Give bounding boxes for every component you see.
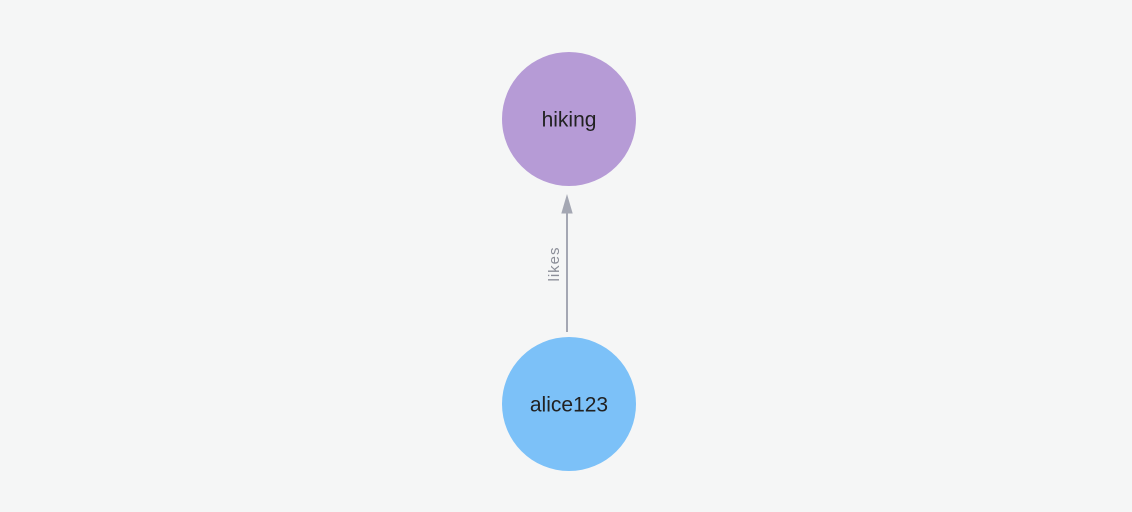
- node-alice123-circle[interactable]: [502, 337, 636, 471]
- node-alice123[interactable]: alice123: [502, 337, 636, 471]
- node-alice123-label: alice123: [530, 394, 608, 417]
- arrowhead-icon[interactable]: [561, 194, 573, 214]
- node-hiking-circle[interactable]: [502, 52, 636, 186]
- node-hiking-label: hiking: [542, 109, 597, 132]
- node-hiking[interactable]: hiking: [502, 52, 636, 186]
- edge-alice123-likes-hiking[interactable]: likes: [546, 194, 573, 332]
- edge-label[interactable]: likes: [546, 246, 563, 281]
